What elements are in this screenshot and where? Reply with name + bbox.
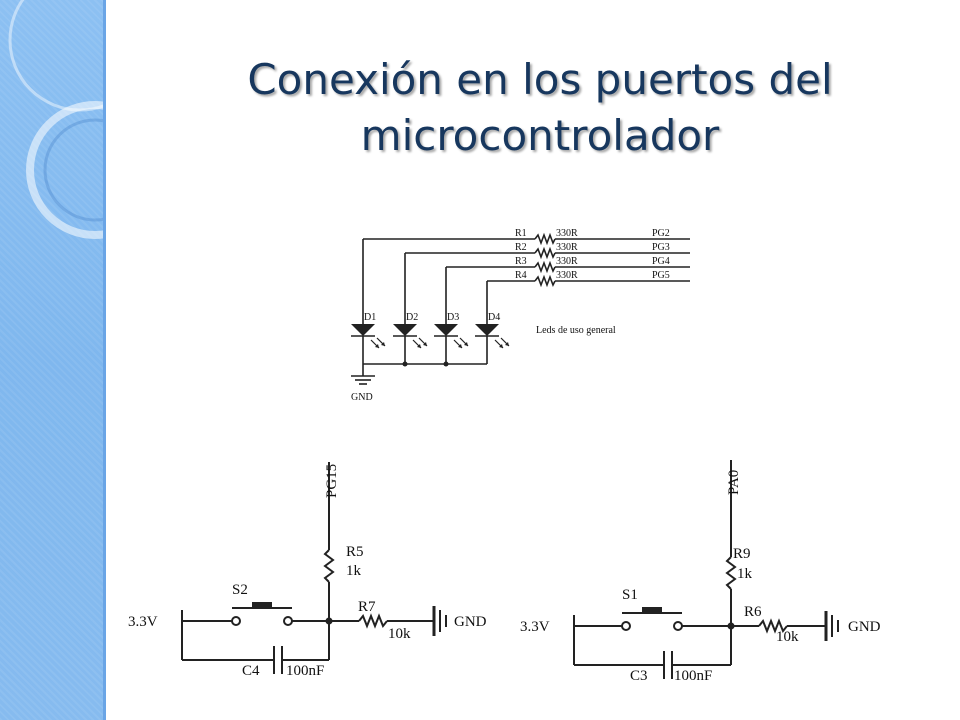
resistor-ref-r4: R4 [515, 270, 527, 281]
port-label-pg4: PG4 [652, 256, 670, 267]
led-schematic-svg: R1 330R PG2 R2 330R PG3 R3 330R PG4 R4 3… [351, 228, 690, 403]
title-line-1: Conexión en los puertos del [247, 55, 833, 104]
port-label-pg3: PG3 [652, 242, 670, 253]
resistor-value-r2: 330R [556, 242, 578, 253]
button-right-svg: PA0 R9 1k S1 3.3V R6 10k GND C3 100nF [520, 460, 881, 684]
resistor-ref-r2: R2 [515, 242, 527, 253]
series-value-r6: 10k [776, 629, 799, 645]
ground-label-left: GND [454, 614, 487, 630]
resistor-ref-r3: R3 [515, 256, 527, 267]
diode-label-d1: D1 [364, 312, 376, 323]
led-schematic: R1 330R PG2 R2 330R PG3 R3 330R PG4 R4 3… [345, 222, 695, 408]
button-schematic-right: PA0 R9 1k S1 3.3V R6 10k GND C3 100nF [514, 455, 894, 695]
led-caption: Leds de uso general [536, 325, 616, 336]
decorative-circles [8, 0, 106, 239]
port-label-pa0: PA0 [726, 470, 742, 495]
diode-label-d2: D2 [406, 312, 418, 323]
cap-ref-c3: C3 [630, 668, 648, 684]
resistor-value-r4: 330R [556, 270, 578, 281]
switch-ref-s2: S2 [232, 582, 248, 598]
pullup-ref-r5: R5 [346, 544, 364, 560]
page-title: Conexión en los puertos del microcontrol… [150, 52, 930, 164]
ground-label-right: GND [848, 619, 881, 635]
series-value-r7: 10k [388, 626, 411, 642]
supply-label-right: 3.3V [520, 619, 550, 635]
cap-ref-c4: C4 [242, 663, 260, 679]
series-ref-r6: R6 [744, 604, 762, 620]
button-schematic-left: PG15 R5 1k S2 3.3V R7 10k GND C4 100nF [124, 450, 504, 690]
pullup-ref-r9: R9 [733, 546, 751, 562]
pullup-value-r5: 1k [346, 563, 362, 579]
pullup-value-r9: 1k [737, 566, 753, 582]
resistor-value-r1: 330R [556, 228, 578, 239]
title-line-2: microcontrolador [360, 111, 720, 160]
supply-label-left: 3.3V [128, 614, 158, 630]
cap-value-c4: 100nF [286, 663, 324, 679]
diode-label-d3: D3 [447, 312, 459, 323]
port-label-pg5: PG5 [652, 270, 670, 281]
sidebar-decoration [0, 0, 106, 720]
ground-label: GND [351, 392, 373, 403]
switch-ref-s1: S1 [622, 587, 638, 603]
cap-value-c3: 100nF [674, 668, 712, 684]
button-left-svg: PG15 R5 1k S2 3.3V R7 10k GND C4 100nF [128, 462, 487, 679]
resistor-ref-r1: R1 [515, 228, 527, 239]
diode-label-d4: D4 [488, 312, 500, 323]
port-label-pg15: PG15 [324, 464, 340, 498]
port-label-pg2: PG2 [652, 228, 670, 239]
series-ref-r7: R7 [358, 599, 376, 615]
resistor-value-r3: 330R [556, 256, 578, 267]
